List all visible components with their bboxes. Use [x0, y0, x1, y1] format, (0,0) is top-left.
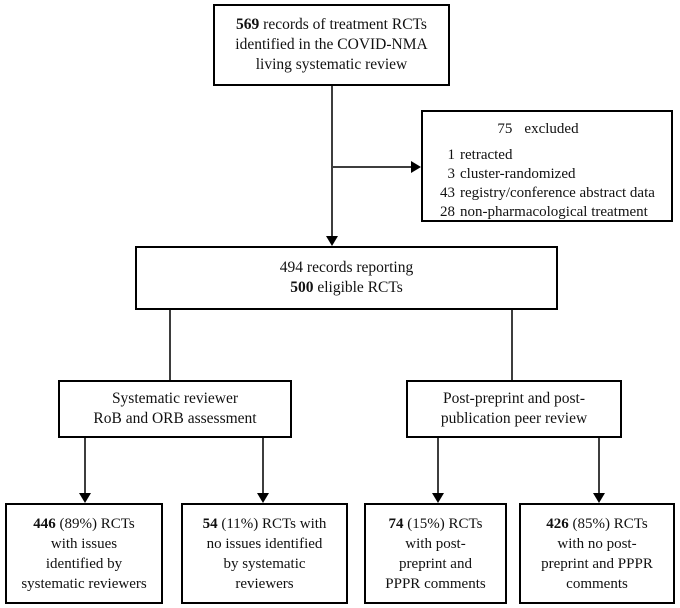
- reason-label: retracted: [460, 147, 513, 163]
- box-text-line: no issues identified: [207, 534, 323, 554]
- connector-records-to-right-branch: [511, 310, 513, 380]
- box-text-line: 74 (15%) RCTs: [389, 514, 483, 534]
- box-text-line: 494 records reporting: [280, 258, 413, 278]
- bold-count: 500: [290, 279, 314, 296]
- down-arrowhead-icon: [257, 493, 269, 503]
- box-records-identified: 569 records of treatment RCTs identified…: [213, 4, 450, 86]
- text-segment: no issues identified: [206, 535, 323, 552]
- box-text-line: identified in the COVID-NMA: [235, 35, 427, 55]
- text-segment: RoB and ORB assessment: [93, 410, 257, 427]
- bold-count: 446: [33, 515, 56, 532]
- text-segment: eligible RCTs: [313, 279, 403, 296]
- box-text-line: 446 (89%) RCTs: [33, 514, 134, 534]
- text-segment: with post-: [405, 535, 466, 552]
- connector-left-branch-to-outcome1: [84, 438, 86, 495]
- box-text-line: 426 (85%) RCTs: [546, 514, 647, 534]
- text-segment: identified in the COVID-NMA: [235, 36, 428, 53]
- box-text-line: with post-: [405, 534, 465, 554]
- box-text-line: living systematic review: [256, 55, 408, 75]
- box-text-line: publication peer review: [441, 409, 587, 429]
- down-arrowhead-icon: [79, 493, 91, 503]
- bold-count: 426: [546, 515, 569, 532]
- text-segment: preprint and PPPR: [541, 555, 653, 572]
- box-eligible-records: 494 records reporting 500 eligible RCTs: [135, 246, 558, 310]
- excluded-label: excluded: [524, 121, 579, 137]
- box-text-line: RoB and ORB assessment: [93, 409, 256, 429]
- box-text-line: with issues: [51, 534, 117, 554]
- box-text-line: by systematic: [223, 554, 305, 574]
- box-text-line: PPPR comments: [385, 574, 485, 594]
- reason-label: non-pharmacological treatment: [460, 204, 648, 220]
- right-arrowhead-icon: [411, 161, 421, 173]
- connector-to-excluded: [332, 166, 412, 168]
- box-peer-review: Post-preprint and post- publication peer…: [406, 380, 622, 438]
- reason-count: 43: [440, 185, 455, 201]
- connector-right-branch-to-outcome4: [598, 438, 600, 495]
- connector-records-to-left-branch: [169, 310, 171, 380]
- excluded-count: 75: [497, 121, 513, 137]
- box-text-line: 500 eligible RCTs: [290, 278, 403, 298]
- text-segment: 494 records reporting: [279, 259, 414, 276]
- box-text-line: 54 (11%) RCTs with: [203, 514, 327, 534]
- text-segment: systematic reviewers: [21, 575, 147, 592]
- bold-count: 74: [388, 515, 404, 532]
- text-segment: (89%) RCTs: [55, 515, 135, 532]
- box-outcome-no-pppr-comments: 426 (85%) RCTs with no post- preprint an…: [519, 503, 675, 604]
- box-text-line: preprint and PPPR: [541, 554, 653, 574]
- box-systematic-reviewer-assessment: Systematic reviewer RoB and ORB assessme…: [58, 380, 292, 438]
- text-segment: (11%) RCTs with: [217, 515, 327, 532]
- box-text-line: 569 records of treatment RCTs: [236, 15, 427, 35]
- text-segment: (15%) RCTs: [403, 515, 483, 532]
- box-text-line: Post-preprint and post-: [443, 389, 585, 409]
- text-segment: identified by: [45, 555, 123, 572]
- text-segment: Post-preprint and post-: [442, 390, 586, 407]
- excluded-title: 75 excluded: [419, 119, 657, 139]
- down-arrowhead-icon: [432, 493, 444, 503]
- box-text-line: systematic reviewers: [21, 574, 146, 594]
- down-arrowhead-icon: [326, 236, 338, 246]
- reason-count: 1: [447, 147, 456, 163]
- box-text-line: reviewers: [235, 574, 293, 594]
- connector-right-branch-to-outcome3: [437, 438, 439, 495]
- text-segment: living systematic review: [255, 56, 408, 73]
- excluded-reason-row: 43 registry/conference abstract data: [429, 184, 667, 203]
- box-outcome-pppr-comments: 74 (15%) RCTs with post- preprint and PP…: [364, 503, 507, 604]
- text-segment: by systematic: [223, 555, 306, 572]
- connector-top-to-records: [331, 86, 333, 239]
- box-outcome-no-issues: 54 (11%) RCTs with no issues identified …: [181, 503, 348, 604]
- text-segment: preprint and: [399, 555, 472, 572]
- box-outcome-issues: 446 (89%) RCTs with issues identified by…: [5, 503, 163, 604]
- down-arrowhead-icon: [593, 493, 605, 503]
- box-text-line: identified by: [46, 554, 122, 574]
- box-text-line: Systematic reviewer: [112, 389, 238, 409]
- bold-count: 569: [236, 16, 260, 33]
- text-segment: Systematic reviewer: [111, 390, 239, 407]
- connector-left-branch-to-outcome2: [262, 438, 264, 495]
- reason-count: 28: [440, 204, 455, 220]
- box-text-line: preprint and: [399, 554, 472, 574]
- bold-count: 54: [202, 515, 218, 532]
- excluded-reason-row: 28 non-pharmacological treatment: [429, 203, 667, 222]
- text-segment: publication peer review: [440, 410, 588, 427]
- reason-label: registry/conference abstract data: [460, 185, 655, 201]
- box-text-line: comments: [566, 574, 628, 594]
- reason-count: 3: [447, 166, 456, 182]
- reason-label: cluster-randomized: [460, 166, 576, 182]
- text-segment: records of treatment RCTs: [259, 16, 427, 33]
- text-segment: PPPR comments: [385, 575, 486, 592]
- text-segment: (85%) RCTs: [568, 515, 648, 532]
- text-segment: with no post-: [557, 535, 637, 552]
- text-segment: with issues: [50, 535, 118, 552]
- text-segment: reviewers: [235, 575, 294, 592]
- box-text-line: with no post-: [557, 534, 636, 554]
- text-segment: comments: [566, 575, 628, 592]
